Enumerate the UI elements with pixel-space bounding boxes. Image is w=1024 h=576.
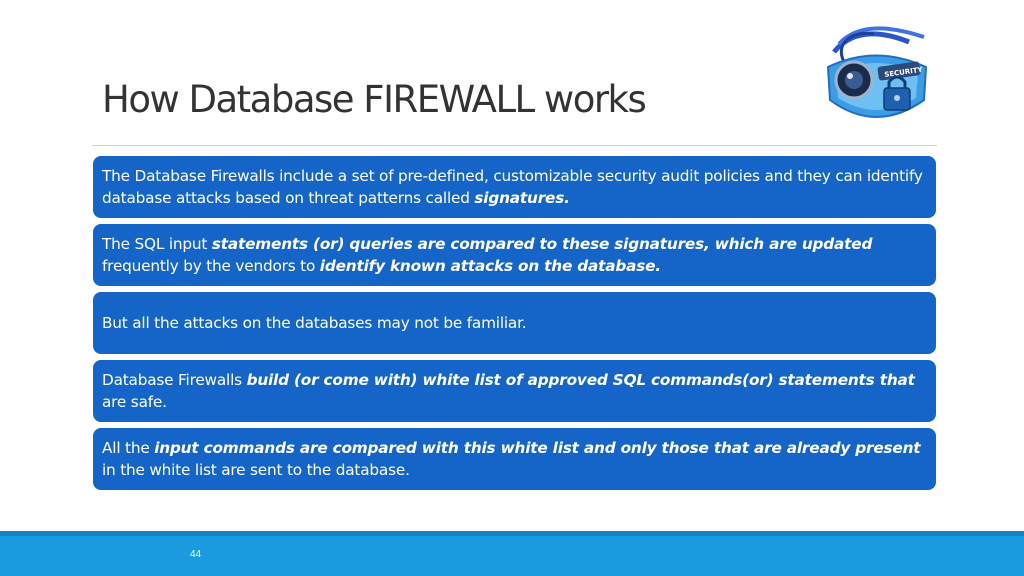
- content-box: All the input commands are compared with…: [93, 428, 936, 490]
- box-emphasis: identify known attacks on the database.: [319, 257, 661, 275]
- content-box: The SQL input statements (or) queries ar…: [93, 224, 936, 286]
- security-shield-icon: SECURITY: [826, 26, 928, 118]
- box-emphasis: build (or come with) white list of appro…: [246, 371, 915, 389]
- content-boxes: The Database Firewalls include a set of …: [93, 156, 936, 496]
- box-text: All the: [102, 439, 155, 457]
- box-emphasis: statements (or) queries are compared to …: [211, 235, 873, 253]
- box-text: in the white list are sent to the databa…: [102, 461, 410, 479]
- box-text: are safe.: [102, 393, 167, 411]
- page-number: 44: [190, 549, 202, 560]
- box-text: frequently by the vendors to: [102, 257, 320, 275]
- box-text: The SQL input: [102, 235, 212, 253]
- content-box: Database Firewalls build (or come with) …: [93, 360, 936, 422]
- box-text: Database Firewalls: [102, 371, 247, 389]
- box-text: The Database Firewalls include a set of …: [102, 167, 923, 207]
- title-divider: [92, 145, 937, 146]
- slide-title: How Database FIREWALL works: [102, 78, 647, 121]
- box-emphasis: signatures.: [474, 189, 570, 207]
- box-text: But all the attacks on the databases may…: [102, 314, 527, 332]
- footer-accent-line: [0, 531, 1024, 536]
- content-box: The Database Firewalls include a set of …: [93, 156, 936, 218]
- footer-band: [0, 531, 1024, 576]
- box-emphasis: input commands are compared with this wh…: [154, 439, 921, 457]
- content-box: But all the attacks on the databases may…: [93, 292, 936, 354]
